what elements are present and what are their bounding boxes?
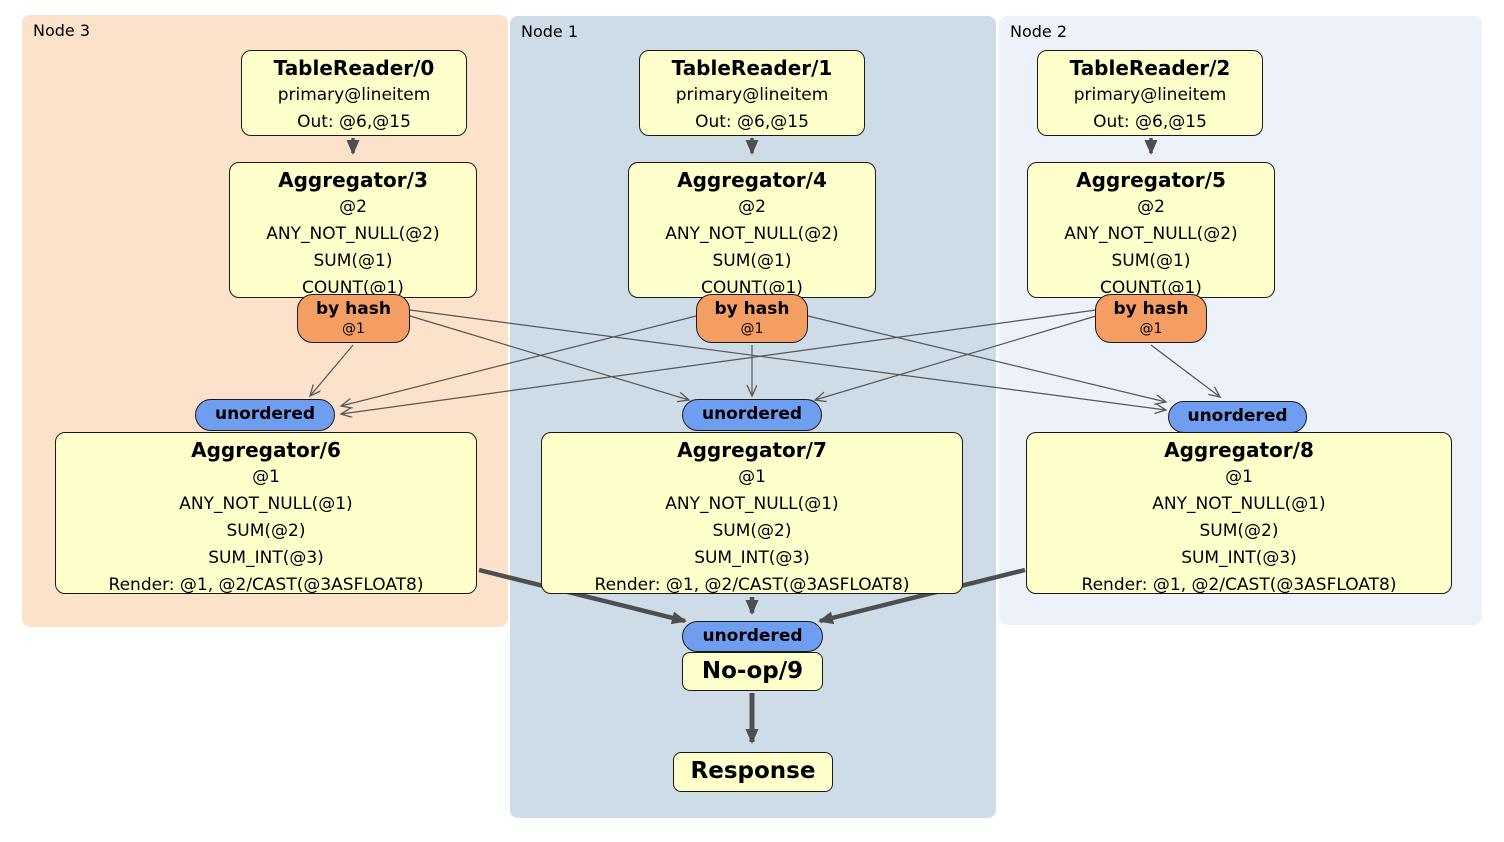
processor-detail: ANY_NOT_NULL(@2)	[665, 224, 839, 244]
sync-label: unordered	[1187, 406, 1288, 426]
processor-detail: @2	[339, 197, 367, 217]
processor-detail: @1	[1225, 467, 1253, 487]
processor-response: Response	[673, 752, 833, 792]
router-by-hash-2: by hash @1	[1095, 294, 1207, 343]
processor-title: Aggregator/4	[677, 168, 827, 192]
panel-node-1-label: Node 1	[521, 22, 579, 41]
processor-detail: @1	[252, 467, 280, 487]
processor-detail: @1	[738, 467, 766, 487]
processor-noop-9: No-op/9	[682, 652, 823, 691]
processor-title: TableReader/0	[273, 56, 435, 80]
sync-unordered-final: unordered	[682, 621, 823, 652]
processor-title: No-op/9	[701, 658, 804, 684]
processor-detail: @2	[738, 197, 766, 217]
sync-unordered-1: unordered	[682, 399, 822, 431]
processor-detail: SUM(@1)	[1111, 251, 1191, 271]
processor-detail: SUM(@1)	[313, 251, 393, 271]
router-title: by hash	[1113, 299, 1189, 319]
processor-tablereader-2: TableReader/2 primary@lineitem Out: @6,@…	[1037, 50, 1263, 136]
processor-detail: primary@lineitem	[675, 85, 829, 105]
processor-detail: ANY_NOT_NULL(@2)	[266, 224, 440, 244]
processor-title: Aggregator/5	[1076, 168, 1226, 192]
processor-aggregator-3: Aggregator/3 @2 ANY_NOT_NULL(@2) SUM(@1)…	[229, 162, 477, 298]
processor-detail: Out: @6,@15	[695, 112, 809, 132]
router-title: by hash	[316, 299, 391, 319]
panel-node-3-label: Node 3	[33, 21, 91, 40]
processor-aggregator-6: Aggregator/6 @1 ANY_NOT_NULL(@1) SUM(@2)…	[55, 432, 477, 595]
processor-detail: Out: @6,@15	[1093, 112, 1207, 132]
processor-detail: SUM(@2)	[712, 521, 792, 541]
processor-title: TableReader/2	[1069, 56, 1231, 80]
processor-detail: ANY_NOT_NULL(@1)	[665, 494, 839, 514]
processor-detail: COUNT(@1)	[701, 278, 803, 298]
processor-detail: SUM(@2)	[1199, 521, 1279, 541]
processor-detail: SUM_INT(@3)	[694, 548, 810, 568]
router-by-hash-0: by hash @1	[297, 294, 410, 343]
processor-aggregator-8: Aggregator/8 @1 ANY_NOT_NULL(@1) SUM(@2)…	[1026, 432, 1452, 595]
processor-detail: Out: @6,@15	[297, 112, 411, 132]
router-title: by hash	[714, 299, 790, 319]
processor-title: Aggregator/8	[1164, 438, 1314, 462]
processor-title: Response	[690, 758, 816, 784]
processor-detail: ANY_NOT_NULL(@2)	[1064, 224, 1238, 244]
processor-title: Aggregator/3	[278, 168, 428, 192]
processor-detail: SUM_INT(@3)	[208, 548, 324, 568]
processor-detail: SUM_INT(@3)	[1181, 548, 1297, 568]
processor-detail: Render: @1, @2/CAST(@3ASFLOAT8)	[594, 575, 910, 595]
sync-unordered-0: unordered	[195, 399, 335, 431]
processor-title: TableReader/1	[671, 56, 833, 80]
processor-tablereader-1: TableReader/1 primary@lineitem Out: @6,@…	[639, 50, 865, 136]
processor-title: Aggregator/7	[677, 438, 827, 462]
sync-label: unordered	[701, 404, 803, 424]
sync-label: unordered	[702, 626, 803, 646]
processor-detail: Render: @1, @2/CAST(@3ASFLOAT8)	[108, 575, 424, 595]
processor-detail: SUM(@1)	[712, 251, 792, 271]
processor-detail: ANY_NOT_NULL(@1)	[179, 494, 353, 514]
processor-detail: primary@lineitem	[277, 85, 431, 105]
router-by-hash-1: by hash @1	[696, 294, 808, 343]
processor-detail: SUM(@2)	[226, 521, 306, 541]
processor-aggregator-4: Aggregator/4 @2 ANY_NOT_NULL(@2) SUM(@1)…	[628, 162, 876, 298]
processor-detail: ANY_NOT_NULL(@1)	[1152, 494, 1326, 514]
processor-title: Aggregator/6	[191, 438, 341, 462]
processor-detail: COUNT(@1)	[302, 278, 404, 298]
sync-label: unordered	[214, 404, 316, 424]
processor-detail: Render: @1, @2/CAST(@3ASFLOAT8)	[1081, 575, 1397, 595]
router-detail: @1	[342, 321, 365, 337]
panel-node-2-label: Node 2	[1010, 22, 1068, 41]
processor-detail: @2	[1137, 197, 1165, 217]
processor-detail: COUNT(@1)	[1100, 278, 1202, 298]
processor-aggregator-7: Aggregator/7 @1 ANY_NOT_NULL(@1) SUM(@2)…	[541, 432, 963, 595]
router-detail: @1	[1139, 321, 1163, 337]
processor-aggregator-5: Aggregator/5 @2 ANY_NOT_NULL(@2) SUM(@1)…	[1027, 162, 1275, 298]
sync-unordered-2: unordered	[1168, 401, 1307, 433]
processor-detail: primary@lineitem	[1073, 85, 1227, 105]
router-detail: @1	[740, 321, 764, 337]
processor-tablereader-0: TableReader/0 primary@lineitem Out: @6,@…	[241, 50, 467, 136]
